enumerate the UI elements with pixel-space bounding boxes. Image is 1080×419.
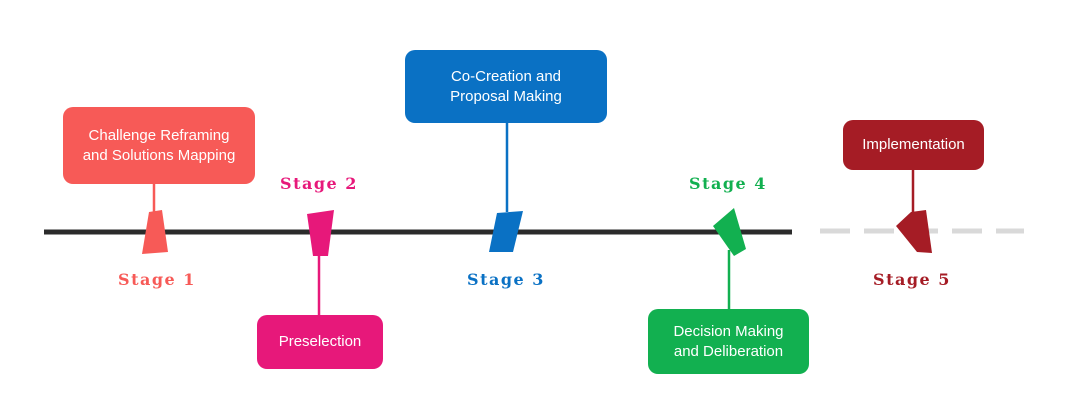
stage-3-box: Co-Creation and Proposal Making: [405, 50, 607, 123]
stage-4-box-line-1: Decision Making: [673, 322, 784, 340]
stage-3-label: Stage 3: [467, 270, 545, 289]
stage-5-box-line-1: Implementation: [862, 136, 965, 153]
stage-4-label: Stage 4: [689, 174, 767, 193]
stage-5-box: Implementation: [843, 120, 984, 170]
stage-3-marker: [489, 211, 523, 252]
stage-1-label: Stage 1: [118, 270, 196, 289]
stage-3-box-line-1: Co-Creation and: [450, 67, 562, 85]
stage-4-marker: [713, 208, 746, 256]
stage-4-box: Decision Making and Deliberation: [648, 309, 809, 374]
stage-2-marker: [307, 210, 334, 256]
stage-5-label: Stage 5: [873, 270, 951, 289]
stage-1-box-line-1: Challenge Reframing: [88, 126, 230, 144]
stage-2-box: Preselection: [257, 315, 383, 369]
stage-5-marker: [896, 210, 932, 253]
stage-1-box-line-2: and Solutions Mapping: [82, 146, 236, 164]
stage-4-box-line-2: and Deliberation: [673, 342, 784, 360]
stage-1-marker: [142, 210, 168, 254]
stage-2-box-line-1: Preselection: [278, 333, 362, 350]
stage-3-box-line-2: Proposal Making: [450, 87, 562, 105]
stage-2-label: Stage 2: [280, 174, 358, 193]
stage-1-box: Challenge Reframing and Solutions Mappin…: [63, 107, 255, 184]
